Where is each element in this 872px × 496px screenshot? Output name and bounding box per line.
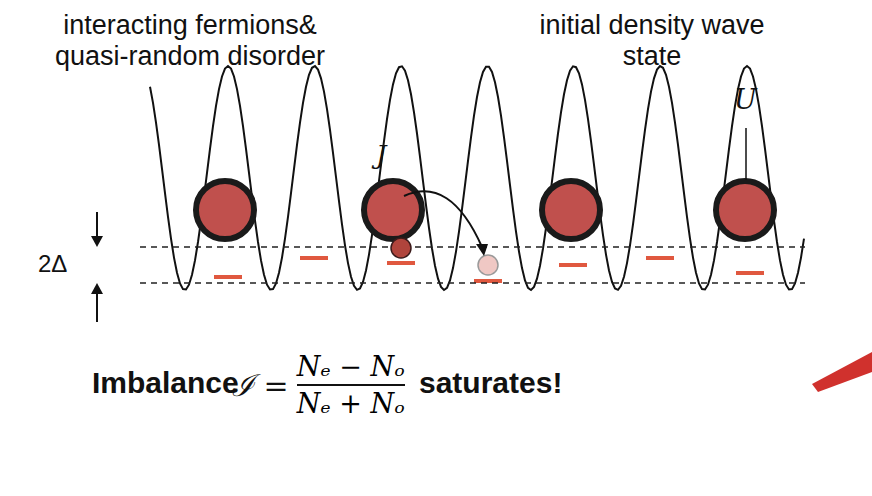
energy-level [387,261,415,265]
fermion [716,181,774,239]
fermion [196,181,254,239]
heading-text: interacting fermions& quasi-random disor… [25,10,355,72]
interaction-label: U [734,84,757,115]
hopping-particle [391,238,411,258]
numerator: Nₑ − Nₒ [297,351,405,382]
formula-symbol: ℐ = [232,364,289,405]
energy-level [300,256,328,260]
heading-text: initial density wave state [537,10,767,72]
fraction-bar [297,384,405,386]
disorder-width: 2Δ [38,250,67,278]
ghost-particle [478,255,498,275]
fermion [542,181,600,239]
denominator: Nₑ + Nₒ [297,388,405,419]
imbalance-word: Imbalance [92,366,239,400]
dashed-line [140,282,805,284]
saturates-word: saturates! [419,366,562,400]
energy-level [646,256,674,260]
fermion [364,181,422,239]
potential-curve [150,66,804,290]
arrow-head [91,236,103,247]
energy-level [559,263,587,267]
hop-arrow [404,191,482,247]
arrow-head [91,283,103,294]
leader-line [745,128,747,180]
potential-curve [150,66,804,290]
dashed-line [140,246,805,248]
red-arrow [812,352,872,392]
energy-level [214,275,242,279]
arrow-head [476,244,488,256]
energy-level [736,271,764,275]
hopping-label: J [376,140,386,170]
fraction: Nₑ − Nₒ Nₑ + Nₒ [297,351,405,419]
